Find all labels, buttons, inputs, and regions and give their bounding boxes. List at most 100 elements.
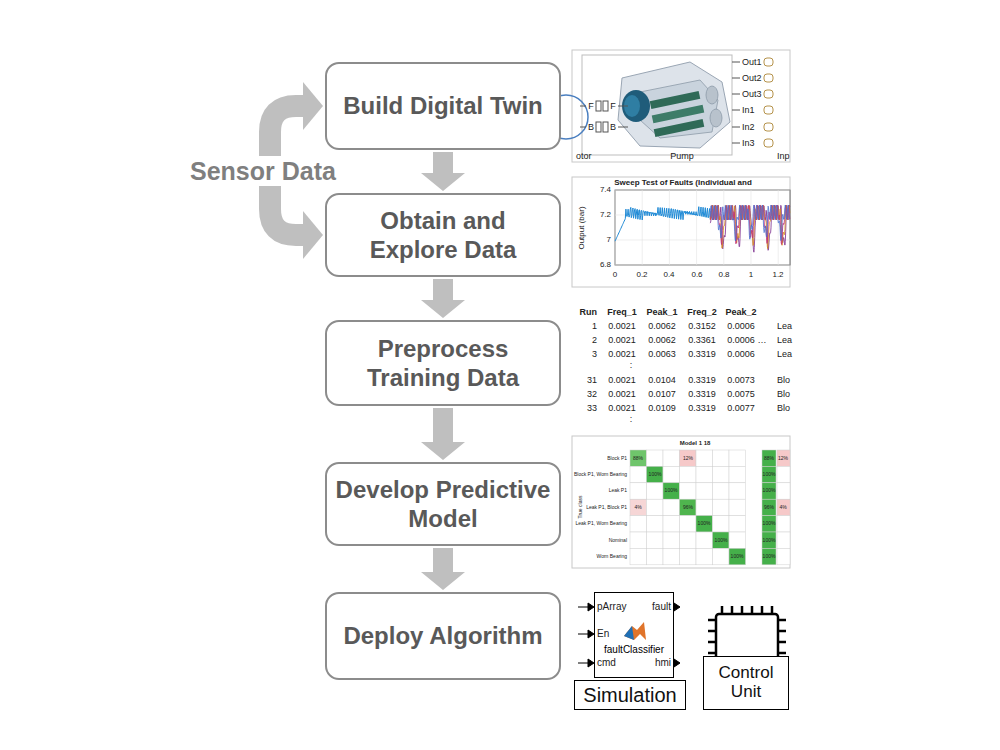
figure-label: 0.8 bbox=[718, 271, 729, 279]
figure-label: 1 bbox=[749, 271, 753, 279]
figure-label: 0.0021 bbox=[608, 376, 636, 385]
figure-label: Run bbox=[580, 308, 598, 317]
figure-label: 1.2 bbox=[772, 271, 783, 279]
flow-arrow bbox=[421, 279, 465, 318]
figure-label: 100% bbox=[763, 554, 776, 559]
node-text: Obtain and Explore Data bbox=[335, 206, 551, 265]
port-symbols bbox=[580, 58, 773, 147]
figure-label: cmd bbox=[597, 658, 616, 668]
node-text: Develop Predictive Model bbox=[335, 475, 551, 534]
figure-label: True class bbox=[578, 496, 583, 519]
figure-label: 88% bbox=[764, 456, 774, 461]
figure-label: 0.3319 bbox=[688, 404, 716, 413]
figure-label: 0.0107 bbox=[648, 390, 676, 399]
figure-label: 100% bbox=[649, 472, 662, 477]
figure-label: 31 bbox=[587, 376, 597, 385]
flow-arrow bbox=[421, 408, 465, 460]
figure-label: 100% bbox=[731, 554, 744, 559]
figure-label: : bbox=[630, 415, 633, 424]
figure-label: 0 bbox=[613, 271, 617, 279]
figure-label: Output (bar) bbox=[578, 206, 586, 249]
figure-label: En bbox=[597, 629, 609, 639]
figure-label: 0.0021 bbox=[608, 350, 636, 359]
figure-label: B bbox=[610, 123, 616, 132]
figure-label: 3 bbox=[592, 350, 597, 359]
signal-traces bbox=[615, 205, 790, 252]
figure-label: 88% bbox=[633, 456, 643, 461]
figure-label: 0.0021 bbox=[608, 322, 636, 331]
figure-label: Sweep Test of Faults (Individual and bbox=[614, 179, 752, 187]
figure-label: 0.0021 bbox=[608, 390, 636, 399]
process-box: Deploy Algorithm bbox=[325, 592, 561, 680]
figure-label: 0.0063 bbox=[648, 350, 676, 359]
thumbnail-frame bbox=[572, 436, 790, 568]
figure-label: 100% bbox=[698, 521, 711, 526]
figure-label: 0.3361 bbox=[688, 336, 716, 345]
edge-label: Sensor Data bbox=[188, 156, 338, 186]
figure-label: 2 bbox=[592, 336, 597, 345]
figure-label: 100% bbox=[763, 488, 776, 493]
figure-label: 0.6 bbox=[691, 271, 702, 279]
figure-label: In2 bbox=[742, 123, 755, 132]
simulation-box: Simulation bbox=[574, 680, 686, 710]
figure-label: 0.3152 bbox=[688, 322, 716, 331]
figure-label: 0.0062 bbox=[648, 322, 676, 331]
node-text: Build Digital Twin bbox=[343, 91, 543, 120]
figure-label: B bbox=[588, 123, 594, 132]
plot-area bbox=[615, 190, 790, 265]
figure-label: 0.3319 bbox=[688, 376, 716, 385]
pump-illustration bbox=[618, 62, 730, 148]
figure-label: Lea bbox=[777, 322, 792, 331]
figure-label: Out1 bbox=[742, 58, 762, 67]
figure-label: 7.4 bbox=[600, 186, 611, 194]
node-text: Deploy Algorithm bbox=[343, 621, 542, 650]
figure-label: Freq_1 bbox=[607, 308, 637, 317]
process-box: Preprocess Training Data bbox=[325, 320, 561, 406]
figure-label: 0.0073 bbox=[727, 376, 755, 385]
figure-label: 0.4 bbox=[663, 271, 674, 279]
figure-label: 0.3319 bbox=[688, 390, 716, 399]
figure-label: F bbox=[610, 102, 616, 111]
figure-label: 12% bbox=[778, 456, 788, 461]
figure-label: 12% bbox=[683, 456, 693, 461]
figure-label: 0.0006 bbox=[727, 350, 755, 359]
flow-arrow bbox=[421, 152, 465, 191]
figure-label: Leak P1 bbox=[609, 488, 627, 493]
figure-label: Peak_2 bbox=[725, 308, 756, 317]
figure-label: In3 bbox=[742, 139, 755, 148]
thumbnail-frame bbox=[572, 50, 790, 162]
figure-label: : bbox=[630, 361, 633, 370]
figure-label: In1 bbox=[742, 106, 755, 115]
node-text: Preprocess Training Data bbox=[335, 334, 551, 393]
confusion-matrix bbox=[630, 450, 790, 565]
figure-label: F bbox=[588, 102, 594, 111]
figure-label: Lea bbox=[777, 350, 792, 359]
figure-label: 0.0104 bbox=[648, 376, 676, 385]
figure-label: Nominal bbox=[609, 538, 627, 543]
figure-label: 0.0021 bbox=[608, 404, 636, 413]
figure-label: fault bbox=[652, 602, 671, 612]
figure-label: 0.3319 bbox=[688, 350, 716, 359]
node-text: faultClassifier bbox=[604, 644, 664, 655]
figure-label: 100% bbox=[715, 538, 728, 543]
thumbnail-frame bbox=[572, 177, 790, 287]
figure-label: 0.0021 bbox=[608, 336, 636, 345]
figure-label: Block P1, Worn Bearing bbox=[574, 472, 627, 477]
flow-arrow bbox=[421, 548, 465, 590]
figure-label: 100% bbox=[763, 472, 776, 477]
figure-label: 1 bbox=[592, 322, 597, 331]
figure-label: 0.0075 bbox=[727, 390, 755, 399]
figure-label: Freq_2 bbox=[687, 308, 717, 317]
figure-label: 0.0062 bbox=[648, 336, 676, 345]
figure-label: Out2 bbox=[742, 74, 762, 83]
figure-label: 6.8 bbox=[600, 261, 611, 269]
figure-label: Block P1 bbox=[607, 456, 627, 461]
figure-label: Leak P1, Worn Bearing bbox=[575, 521, 627, 526]
figure-label: Blo bbox=[777, 376, 790, 385]
subsystem-frame bbox=[582, 55, 732, 155]
process-box: Build Digital Twin bbox=[325, 62, 561, 150]
node-text: Simulation bbox=[583, 684, 676, 707]
figure-label: 4% bbox=[634, 505, 641, 510]
figure-label: 0.0077 bbox=[727, 404, 755, 413]
figure-label: hmi bbox=[655, 658, 671, 668]
